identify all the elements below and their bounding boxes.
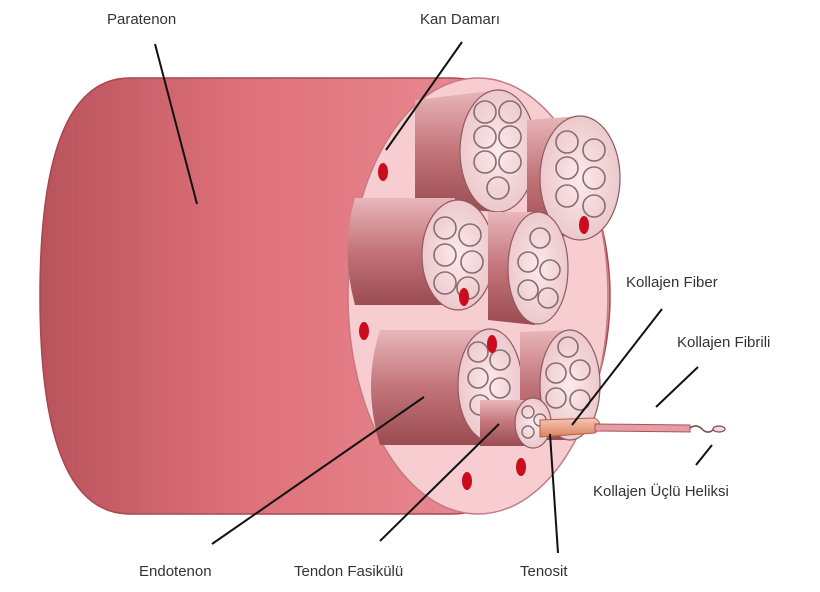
- collagen-fiber: [540, 418, 600, 437]
- blood-vessel: [579, 216, 589, 234]
- label-kollajen-fibrili: Kollajen Fibrili: [677, 334, 770, 352]
- blood-vessel: [462, 472, 472, 490]
- blood-vessel: [487, 335, 497, 353]
- label-kollajen-fiber: Kollajen Fiber: [626, 274, 718, 292]
- label-kollajen-uclu-heliksi: Kollajen Üçlü Heliksi: [593, 483, 729, 501]
- blood-vessel: [359, 322, 369, 340]
- blood-vessel: [378, 163, 388, 181]
- label-paratenon: Paratenon: [107, 11, 176, 29]
- label-kan-damari: Kan Damarı: [420, 11, 500, 29]
- leader-kollajen-fibrili: [656, 367, 698, 407]
- blood-vessel: [516, 458, 526, 476]
- collagen-fibril: [595, 424, 690, 432]
- leader-kollajen-uclu-heliksi: [696, 445, 712, 465]
- fascicle-middle-left: [348, 198, 495, 310]
- label-tenosit: Tenosit: [520, 563, 568, 581]
- fascicle-middle: [488, 212, 568, 325]
- blood-vessel: [459, 288, 469, 306]
- fascicle-top: [415, 90, 536, 212]
- label-tendon-fasikulu: Tendon Fasikülü: [294, 563, 403, 581]
- collagen-triple-helix: [690, 426, 725, 432]
- label-endotenon: Endotenon: [139, 563, 212, 581]
